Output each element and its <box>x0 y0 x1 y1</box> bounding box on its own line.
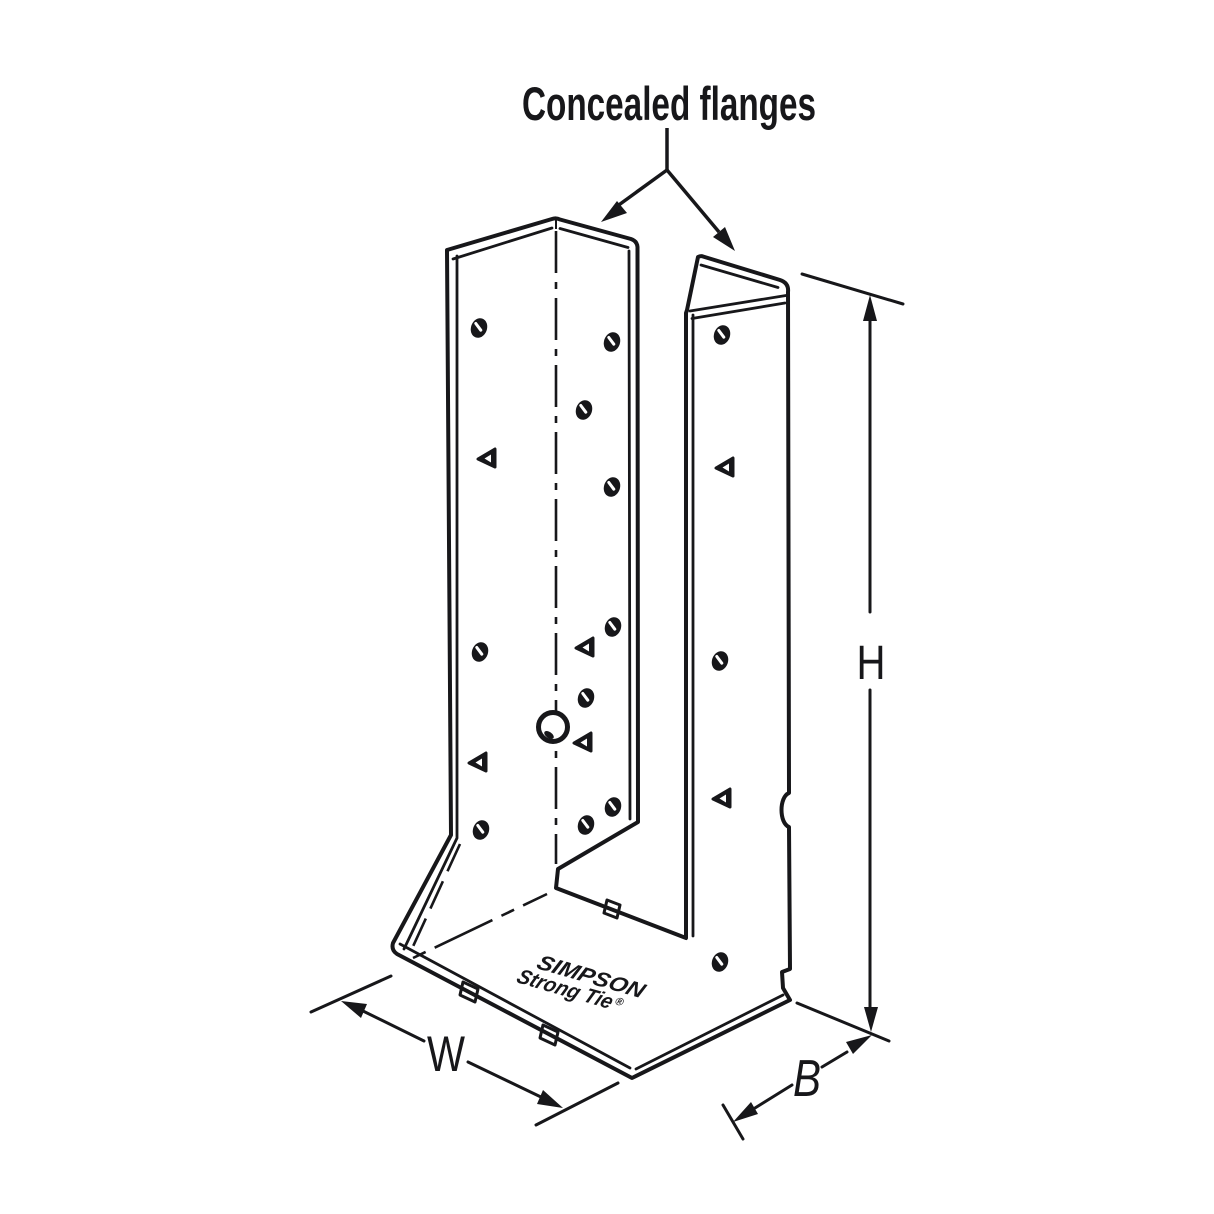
extension-tick-left <box>309 974 393 1014</box>
extension-tick-bottom <box>795 1001 891 1043</box>
nail-hole <box>707 647 733 675</box>
arrowhead-up <box>863 295 877 321</box>
arrowhead-left <box>733 1102 758 1122</box>
dimension-label-b: B <box>793 1050 821 1108</box>
nail-holes <box>466 314 735 976</box>
triangle-nail-hole <box>711 787 732 809</box>
triangle-nail-hole <box>714 456 735 478</box>
leader-branch-left <box>614 168 669 209</box>
dimension-bearing: B <box>721 1035 872 1141</box>
bend-line-flare <box>408 843 462 954</box>
hanger-silhouette <box>390 216 792 1080</box>
triangle-nail-hole <box>467 751 488 773</box>
arrowhead-right <box>846 1035 872 1054</box>
nail-hole <box>599 473 625 501</box>
dowel-hole <box>536 710 570 744</box>
hanger-body: SIMPSON Strong Tie® <box>390 216 792 1080</box>
triangle-nail-hole <box>574 636 595 658</box>
callout-label: Concealed flanges <box>522 77 816 130</box>
leader-arrowhead-right <box>713 227 735 251</box>
dimension-label-w: W <box>427 1026 466 1082</box>
nail-hole <box>573 811 599 839</box>
extension-tick-top <box>800 272 905 306</box>
bend-line-seat <box>412 892 548 960</box>
dimension-height: H <box>795 272 905 1043</box>
arrowhead-down <box>864 1007 878 1032</box>
dimension-label-h: H <box>857 637 886 690</box>
triangle-nail-hole <box>476 447 497 469</box>
left-panel-edges <box>402 220 632 954</box>
nail-hole <box>600 613 626 641</box>
flange-gap-sliver <box>702 268 778 290</box>
nail-hole <box>599 328 625 356</box>
nail-hole <box>467 638 493 666</box>
dimension-width: W <box>309 974 620 1127</box>
nail-hole <box>709 321 735 349</box>
arrowhead-right <box>537 1090 563 1108</box>
leader-arrowhead-left <box>601 201 627 222</box>
nail-hole <box>571 396 597 424</box>
nail-hole <box>600 793 626 821</box>
callout-concealed-flanges: Concealed flanges <box>522 77 816 251</box>
seat-edges <box>398 892 785 1071</box>
triangle-nail-hole <box>572 731 593 753</box>
extension-tick-right <box>534 1081 620 1127</box>
nail-hole <box>707 948 733 976</box>
nail-hole <box>468 816 494 844</box>
brand-stamp: SIMPSON Strong Tie® <box>513 952 650 1014</box>
right-panel-edges <box>688 263 788 938</box>
nail-hole <box>466 314 492 342</box>
nail-hole <box>573 684 599 712</box>
seat-tabs <box>458 898 622 1047</box>
arrowhead-left <box>341 1001 367 1018</box>
leader-branch-right <box>665 168 721 234</box>
